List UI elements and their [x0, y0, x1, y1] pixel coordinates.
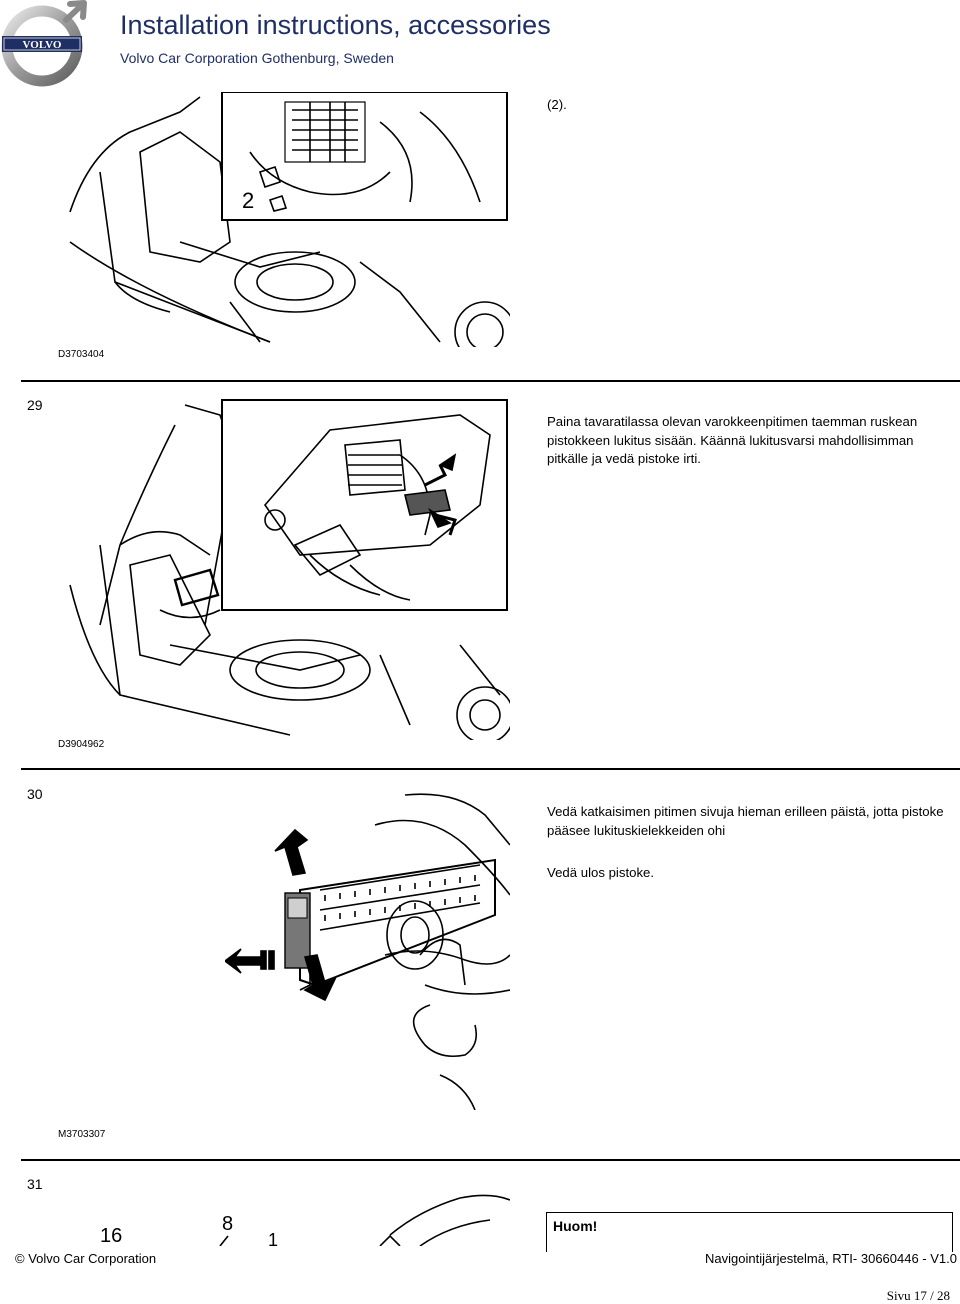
document-title: Installation instructions, accessories	[120, 10, 551, 40]
note-box: Huom!	[546, 1212, 953, 1252]
document-subtitle: Volvo Car Corporation Gothenburg, Sweden	[120, 50, 394, 66]
page-number: Sivu 17 / 28	[886, 1288, 950, 1303]
figure-id: M3703307	[58, 1129, 106, 1140]
volvo-logo: VOLVO	[0, 0, 92, 92]
step-number: 29	[27, 397, 43, 413]
svg-text:16: 16	[100, 1225, 122, 1246]
step-number: 31	[27, 1176, 43, 1192]
step-30-text: Vedä katkaisimen pitimen sivuja hieman e…	[547, 804, 944, 838]
svg-text:8: 8	[222, 1213, 233, 1235]
figure-id: D3703404	[58, 349, 105, 360]
step-29-text: Paina tavaratilassa olevan varokkeenpiti…	[547, 414, 918, 466]
note-label: Huom!	[553, 1218, 598, 1234]
step-30-text-2: Vedä ulos pistoke.	[547, 865, 655, 880]
svg-text:1: 1	[268, 1230, 278, 1246]
footer-document-info: Navigointijärjestelmä, RTI- 30660446 - V…	[705, 1251, 957, 1266]
figure-d3904962	[60, 395, 510, 740]
footer-copyright: © Volvo Car Corporation	[15, 1251, 157, 1266]
section-divider	[21, 1159, 960, 1161]
svg-text:VOLVO: VOLVO	[23, 39, 62, 51]
figure-m3703307	[225, 785, 510, 1110]
section-divider	[21, 768, 960, 770]
step-28-text: (2).	[547, 97, 567, 112]
figure-d3703404: 2	[60, 92, 510, 347]
section-divider	[21, 380, 960, 382]
svg-text:2: 2	[242, 188, 254, 213]
step-number: 30	[27, 786, 43, 802]
figure-id: D3904962	[58, 739, 105, 750]
figure-step-31: 16 8 1	[90, 1190, 510, 1246]
